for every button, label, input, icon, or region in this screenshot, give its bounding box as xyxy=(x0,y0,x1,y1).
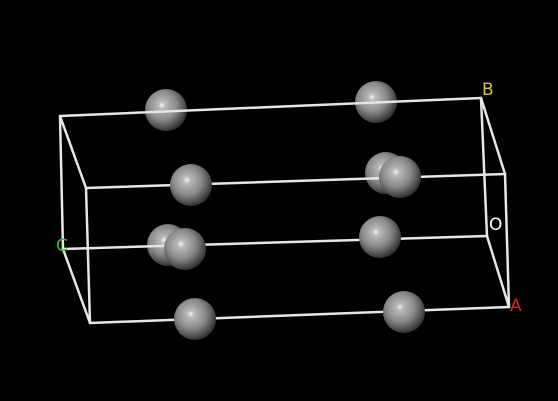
cell-edge xyxy=(58,96,483,118)
axis-label-o: O xyxy=(489,215,502,235)
atom xyxy=(359,216,401,258)
cell-edge xyxy=(503,172,511,309)
cell-edge xyxy=(485,234,511,309)
atom xyxy=(174,298,216,340)
cell-edge xyxy=(84,186,92,325)
cell-edge xyxy=(61,234,489,251)
atom xyxy=(145,89,187,131)
atom xyxy=(170,164,212,206)
unit-cell xyxy=(58,96,511,325)
cell-edge xyxy=(58,114,88,190)
cell-edge xyxy=(84,172,507,190)
cell-edge xyxy=(58,114,65,251)
cell-edge xyxy=(479,96,507,176)
atom xyxy=(383,291,425,333)
axis-label-b: B xyxy=(482,80,494,100)
cell-edge xyxy=(61,247,92,325)
axis-label-a: A xyxy=(510,296,522,316)
atom xyxy=(379,156,421,198)
cell-edge xyxy=(88,305,511,325)
atom xyxy=(164,228,206,270)
cell-edge xyxy=(479,96,489,238)
front-atoms xyxy=(164,156,425,340)
axis-label-c: C xyxy=(56,236,68,256)
